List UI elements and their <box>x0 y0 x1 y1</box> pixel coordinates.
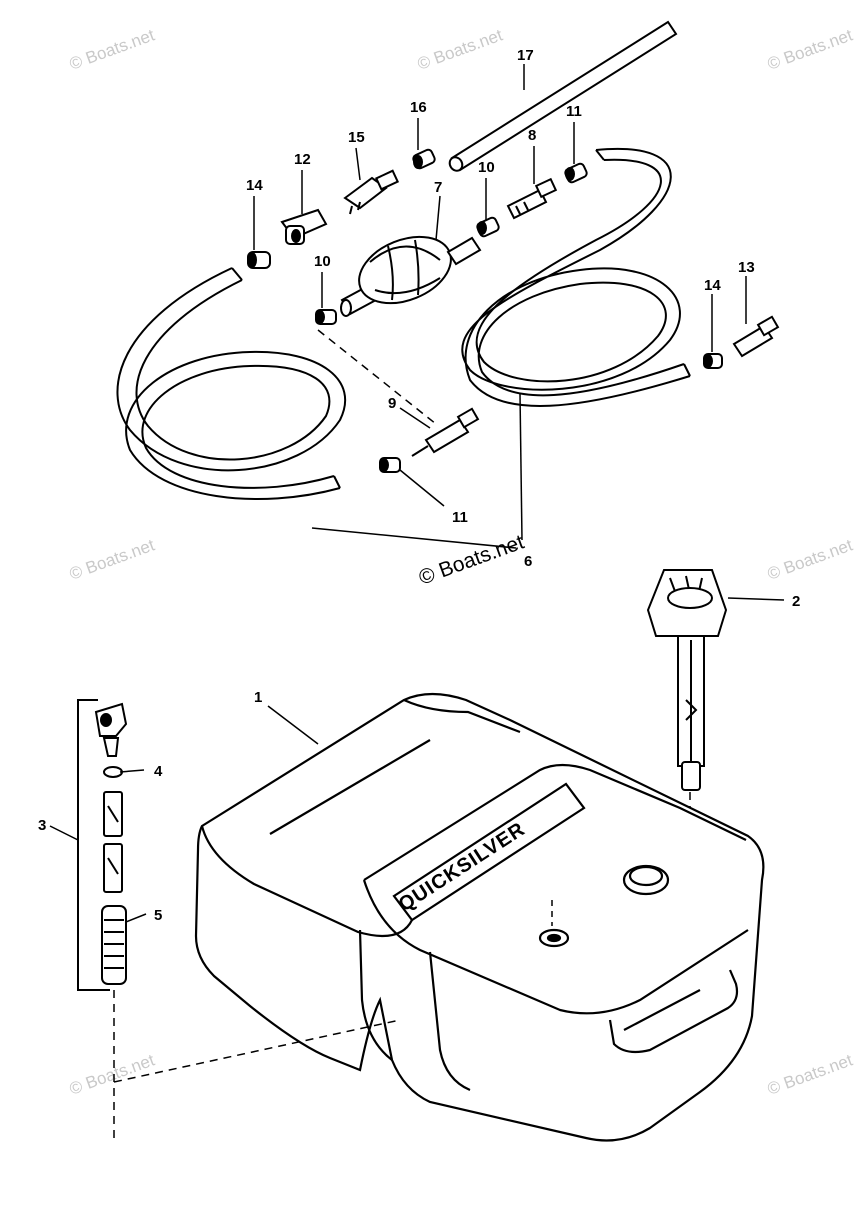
watermark: © Boats.net <box>765 25 855 73</box>
part-16-ferrule <box>412 148 436 170</box>
part-1-fuel-tank <box>194 692 765 1142</box>
callout-3: 3 <box>38 817 46 834</box>
callout-5: 5 <box>154 907 162 924</box>
part-10-ferrule-lower <box>315 309 337 325</box>
callout-10-lower: 10 <box>314 253 331 270</box>
part-9-fitting <box>411 407 480 457</box>
part-14-ferrule-right <box>703 353 723 369</box>
part-4-fitting-and-oring <box>94 702 128 778</box>
watermark: © Boats.net <box>67 1050 157 1098</box>
watermark: © Boats.net <box>765 535 855 583</box>
callout-1: 1 <box>254 689 262 706</box>
callout-14-right: 14 <box>704 277 721 294</box>
callout-9: 9 <box>388 395 396 412</box>
watermark: © Boats.net <box>67 25 157 73</box>
callout-16: 16 <box>410 99 427 116</box>
watermark: © Boats.net <box>67 535 157 583</box>
part-13-fitting <box>732 315 780 358</box>
leader-lines <box>49 64 785 923</box>
part-6-hose-coil-right <box>461 147 691 407</box>
part-8-fitting <box>506 177 558 220</box>
pickup-dashed-line <box>113 990 401 1140</box>
part-10-ferrule-upper <box>476 216 500 238</box>
assembly-dashed-line <box>317 329 437 425</box>
part-11-ferrule-top <box>564 162 588 184</box>
watermark: © Boats.net <box>765 1050 855 1098</box>
part-pickup-tube <box>103 791 123 893</box>
callout-10-upper: 10 <box>478 159 495 176</box>
callout-4: 4 <box>154 763 163 780</box>
part-17-hose <box>448 20 678 172</box>
callout-6: 6 <box>524 553 532 570</box>
part-12-quick-connector <box>280 208 328 245</box>
part-11-ferrule-lower <box>379 457 401 473</box>
part-15-connector <box>343 169 400 215</box>
callout-labels: 17 16 15 12 14 7 10 8 11 10 14 13 9 11 6… <box>38 47 800 924</box>
callout-15: 15 <box>348 129 365 146</box>
watermark: © Boats.net <box>415 25 505 73</box>
part-6-hose-coil-left <box>116 267 347 501</box>
callout-13: 13 <box>738 259 755 276</box>
part-3-bracket <box>77 699 110 991</box>
callout-2: 2 <box>792 593 800 610</box>
callout-11-top: 11 <box>566 103 582 120</box>
callout-12: 12 <box>294 151 311 168</box>
callout-8: 8 <box>528 127 536 144</box>
part-7-primer-bulb <box>340 235 482 317</box>
part-5-filter <box>101 905 127 985</box>
callout-7: 7 <box>434 179 442 196</box>
callout-17: 17 <box>517 47 534 64</box>
callout-11-lower: 11 <box>452 509 468 526</box>
callout-14-left: 14 <box>246 177 263 194</box>
part-2-fuel-gauge <box>646 569 728 791</box>
part-14-ferrule-left <box>247 251 271 269</box>
